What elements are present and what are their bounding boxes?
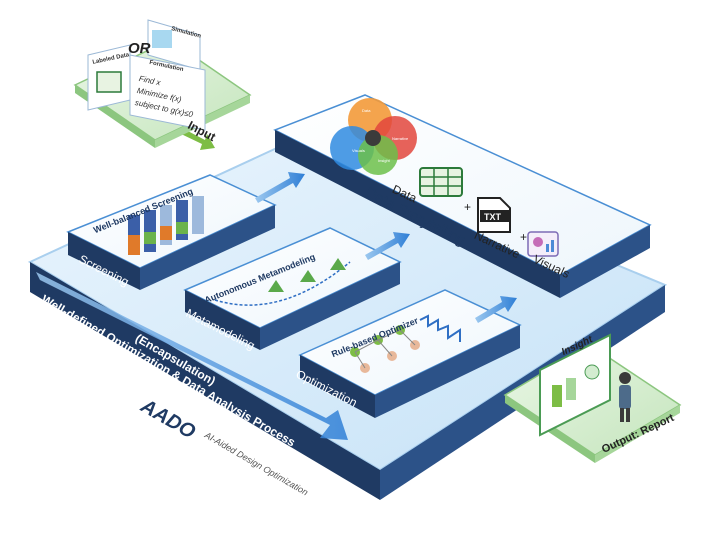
- screening-card: [66, 174, 277, 290]
- simulation-card: [147, 19, 201, 71]
- pie-icon: [584, 364, 600, 380]
- txt-label: TXT: [484, 212, 502, 222]
- bar-icon: [552, 385, 562, 407]
- or-label: OR: [128, 40, 151, 57]
- bar-icon: [566, 378, 576, 400]
- optimizer-card: [298, 289, 522, 418]
- txt-file-icon: TXT: [477, 197, 511, 233]
- screening-bars-icon: [128, 196, 204, 255]
- visuals-chart-icon: [527, 231, 559, 257]
- flow-arrow-icon: [475, 296, 517, 323]
- optimizer-step-line-icon: [419, 314, 461, 342]
- process-arrow-icon: [36, 272, 348, 440]
- input-arrow-icon: [179, 128, 215, 150]
- plus-sign-1: +: [464, 200, 472, 214]
- venn-label: Data: [362, 108, 371, 113]
- simulation-image-icon: [152, 30, 172, 48]
- metamodel-curve-icon: [214, 258, 351, 306]
- venn-label: Visuals: [352, 148, 365, 153]
- venn-label: Narrative: [392, 136, 409, 141]
- formulation-card: [129, 54, 206, 131]
- venn-diagram-icon: [330, 98, 417, 175]
- plus-sign-2: +: [520, 230, 528, 244]
- flow-arrow-icon: [255, 172, 305, 203]
- data-table-icon: [419, 167, 463, 197]
- flow-arrow-icon: [365, 232, 410, 260]
- venn-label: Insight: [378, 158, 391, 163]
- metamodeling-card: [183, 227, 402, 350]
- insight-board: [539, 333, 611, 437]
- decision-tree-icon: [350, 325, 420, 373]
- presenter-person-icon: [619, 372, 631, 422]
- spreadsheet-icon: [96, 71, 122, 93]
